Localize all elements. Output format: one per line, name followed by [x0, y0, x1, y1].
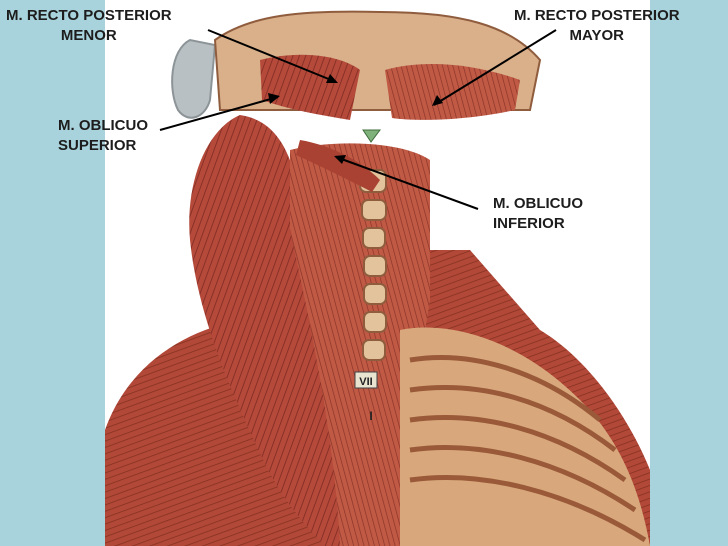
- label-oblicuo-inferior-line2: INFERIOR: [493, 215, 565, 232]
- rectus-minor-muscle: [260, 54, 360, 120]
- label-recto-menor-line2: MENOR: [60, 27, 117, 44]
- oblique-inferior-muscle: [296, 140, 380, 192]
- pointer-recto-mayor: [433, 29, 557, 106]
- atlas-marker: [362, 129, 381, 143]
- label-oblicuo-inferior-line1: M. OBLICUO: [493, 195, 583, 212]
- label-oblicuo-superior-line1: M. OBLICUO: [58, 117, 148, 134]
- label-oblicuo-superior-line2: SUPERIOR: [58, 137, 137, 154]
- central-neck-muscles: [290, 143, 430, 546]
- vertebra-mark-box: [354, 371, 378, 389]
- splenius-muscle: [189, 115, 360, 546]
- pointer-lines: [159, 29, 557, 210]
- pointer-arrowheads: [268, 74, 443, 164]
- label-oblicuo-superior: M. OBLICUO SUPERIOR: [58, 116, 148, 156]
- vertebra-mark-upper: VII: [359, 376, 372, 388]
- ribs: [409, 355, 647, 543]
- rib-cage: [400, 327, 650, 546]
- label-recto-mayor-line2: MAYOR: [569, 27, 625, 44]
- label-recto-posterior-menor: M. RECTO POSTERIOR MENOR: [6, 6, 172, 46]
- pointer-recto-menor: [207, 29, 337, 83]
- vertebra-mark-lower: I: [369, 409, 372, 423]
- rectus-major-muscle: [385, 64, 520, 120]
- label-recto-mayor-line1: M. RECTO POSTERIOR: [514, 7, 680, 24]
- pointer-oblicuo-superior: [159, 96, 279, 131]
- ear-shape: [171, 38, 217, 119]
- label-recto-posterior-mayor: M. RECTO POSTERIOR MAYOR: [514, 6, 680, 46]
- label-recto-menor-line1: M. RECTO POSTERIOR: [6, 7, 172, 24]
- pointer-oblicuo-inferior: [335, 156, 479, 210]
- label-oblicuo-inferior: M. OBLICUO INFERIOR: [493, 194, 583, 234]
